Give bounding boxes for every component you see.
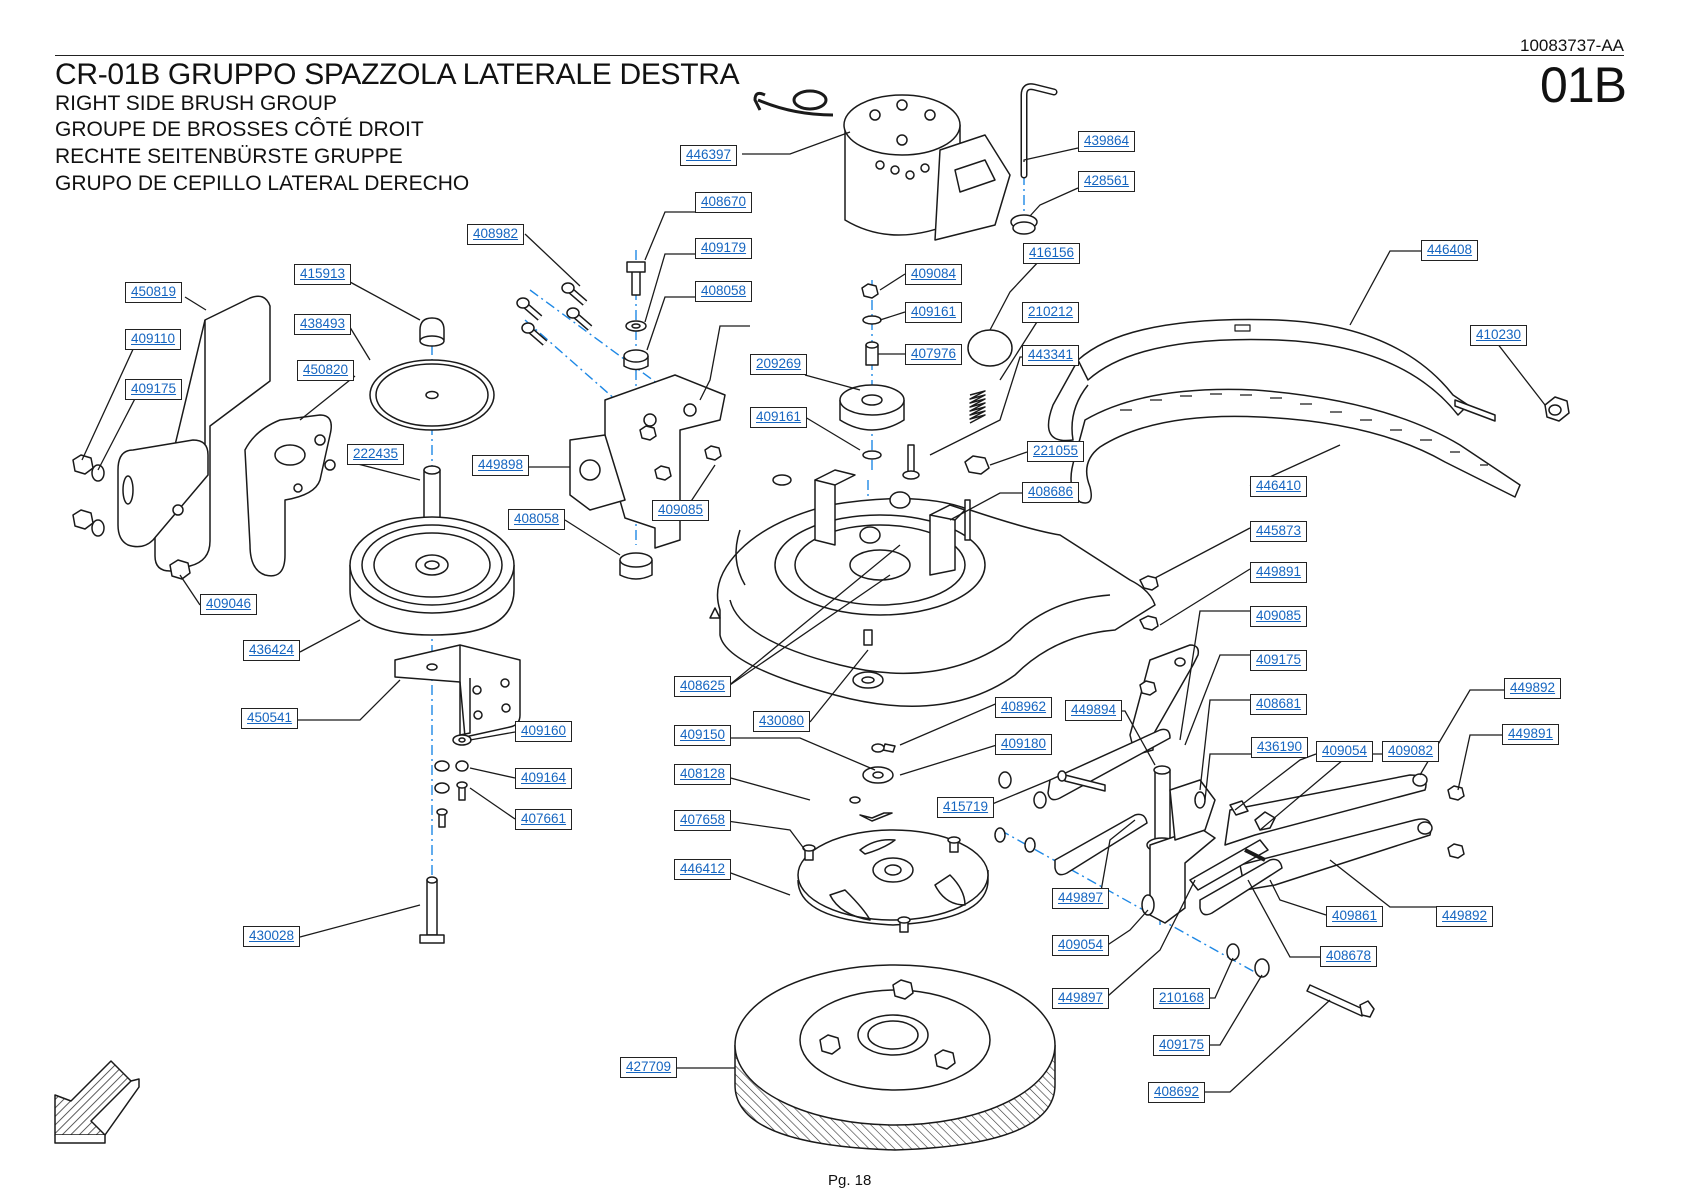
part-label[interactable]: 449891: [1250, 562, 1308, 583]
part-label[interactable]: 409175: [125, 379, 183, 400]
part-label[interactable]: 409180: [995, 734, 1053, 755]
part-label[interactable]: 449898: [472, 455, 530, 476]
part-label[interactable]: 408692: [1148, 1082, 1206, 1103]
nuts-409085: [639, 425, 722, 481]
brush: [734, 964, 1056, 1151]
part-label[interactable]: 427709: [620, 1057, 678, 1078]
parts-drawing: [54, 83, 1570, 1151]
part-label[interactable]: 415913: [294, 264, 352, 285]
part-label[interactable]: 409054: [1316, 741, 1374, 762]
part-label[interactable]: 409046: [200, 594, 258, 615]
part-label[interactable]: 409861: [1326, 906, 1384, 927]
subtitle-en: RIGHT SIDE BRUSH GROUP: [55, 92, 337, 115]
part-label[interactable]: 443341: [1022, 345, 1080, 366]
part-label[interactable]: 450819: [125, 282, 183, 303]
part-label[interactable]: 407658: [674, 810, 732, 831]
subtitle-es: GRUPO DE CEPILLO LATERAL DERECHO: [55, 172, 470, 195]
part-label[interactable]: 409084: [905, 264, 963, 285]
part-label[interactable]: 449897: [1052, 988, 1110, 1009]
direction-arrow-icon: [54, 1060, 140, 1144]
part-label[interactable]: 416156: [1023, 243, 1081, 264]
part-label[interactable]: 408681: [1250, 694, 1308, 715]
part-label[interactable]: 221055: [1027, 441, 1085, 462]
part-label[interactable]: 409164: [515, 768, 573, 789]
part-label[interactable]: 446412: [674, 859, 732, 880]
subtitle-de: RECHTE SEITENBÜRSTE GRUPPE: [55, 145, 403, 168]
nut-stack-left: [72, 454, 191, 580]
page-title: CR-01B GRUPPO SPAZZOLA LATERALE DESTRA: [55, 58, 740, 91]
part-label[interactable]: 449892: [1436, 906, 1494, 927]
part-label[interactable]: 408625: [674, 676, 732, 697]
part-label[interactable]: 410230: [1470, 325, 1528, 346]
part-label[interactable]: 408962: [995, 697, 1053, 718]
part-label[interactable]: 409161: [750, 407, 808, 428]
part-label[interactable]: 408670: [695, 192, 753, 213]
part-label[interactable]: 449891: [1502, 724, 1560, 745]
part-label[interactable]: 407661: [515, 809, 573, 830]
part-label[interactable]: 409175: [1153, 1035, 1211, 1056]
part-label[interactable]: 449897: [1052, 888, 1110, 909]
part-label[interactable]: 409082: [1382, 741, 1440, 762]
part-label[interactable]: 446408: [1421, 240, 1479, 261]
part-label[interactable]: 408058: [508, 509, 566, 530]
part-label[interactable]: 408678: [1320, 946, 1378, 967]
part-label[interactable]: 409054: [1052, 935, 1110, 956]
part-label[interactable]: 439864: [1078, 131, 1136, 152]
part-label[interactable]: 436190: [1251, 737, 1309, 758]
part-label[interactable]: 415719: [937, 797, 995, 818]
part-label[interactable]: 449892: [1504, 678, 1562, 699]
part-label[interactable]: 408982: [467, 224, 525, 245]
part-label[interactable]: 438493: [294, 314, 352, 335]
part-label[interactable]: 409110: [125, 329, 182, 350]
page-code: 01B: [1540, 57, 1627, 113]
part-label[interactable]: 409085: [1250, 606, 1308, 627]
document-number: 10083737-AA: [1520, 36, 1624, 55]
part-label[interactable]: 408128: [674, 764, 732, 785]
part-label[interactable]: 436424: [243, 640, 301, 661]
part-label[interactable]: 409085: [652, 500, 710, 521]
part-label[interactable]: 409179: [695, 238, 753, 259]
part-label[interactable]: 409160: [515, 721, 573, 742]
part-label[interactable]: 430028: [243, 926, 301, 947]
part-label[interactable]: 446410: [1250, 476, 1308, 497]
part-label[interactable]: 408058: [695, 281, 753, 302]
part-label[interactable]: 407976: [905, 344, 963, 365]
part-label[interactable]: 446397: [680, 145, 738, 166]
motor-part: [753, 89, 1011, 241]
part-label[interactable]: 428561: [1078, 171, 1136, 192]
part-label[interactable]: 210212: [1022, 302, 1080, 323]
part-label[interactable]: 409161: [905, 302, 963, 323]
skirt: [1047, 318, 1521, 504]
main-housing: [709, 469, 1159, 707]
part-label[interactable]: 209269: [750, 354, 808, 375]
subtitle-fr: GROUPE DE BROSSES CÔTÉ DROIT: [55, 118, 424, 141]
part-label[interactable]: 450541: [241, 708, 299, 729]
part-label[interactable]: 430080: [753, 711, 811, 732]
part-label[interactable]: 450820: [297, 360, 355, 381]
page-number: Pg. 18: [828, 1172, 872, 1189]
part-label[interactable]: 409175: [1250, 650, 1308, 671]
header-rule: [55, 55, 1624, 56]
part-label[interactable]: 449894: [1065, 700, 1123, 721]
bolts-408982: [516, 282, 593, 346]
part-label[interactable]: 210168: [1153, 988, 1211, 1009]
part-label[interactable]: 409150: [674, 725, 732, 746]
part-label[interactable]: 222435: [347, 444, 405, 465]
part-label[interactable]: 445873: [1250, 521, 1308, 542]
part-label[interactable]: 408686: [1022, 482, 1080, 503]
